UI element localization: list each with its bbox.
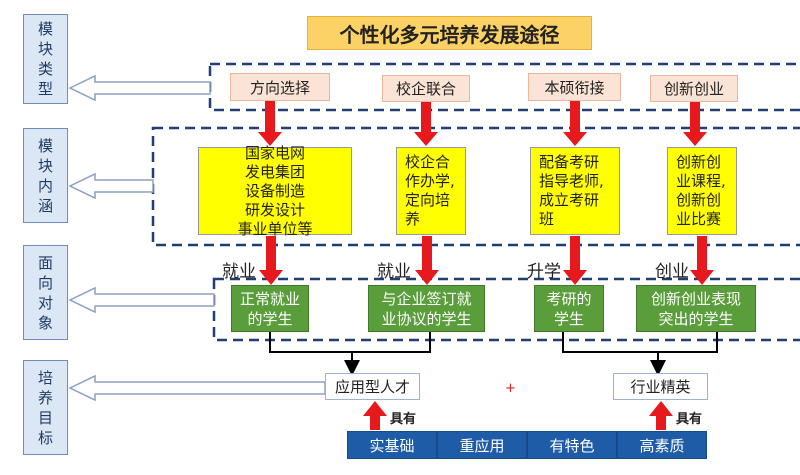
goal-industry-elite: 行业精英 [613,373,708,400]
red-arrow-3a [563,101,587,146]
hollow-arrow-4 [68,374,326,402]
bracket-left [269,332,431,353]
path-label-employment-1: 就业 [222,262,256,282]
red-arrow-up-1 [363,401,387,430]
target-regular-employment: 正常就业 的学生 [231,285,309,332]
red-arrow-up-2 [649,401,673,430]
side-label-training-goal: 培养目标 [23,360,68,455]
quality-applied-focus: 重应用 [437,431,527,459]
target-innovation-students: 创新创业表现 突出的学生 [636,285,756,332]
module-type-innovation: 创新创业 [650,75,738,102]
have-label-right: 具有 [676,412,703,427]
bracket-right [562,332,718,353]
red-arrow-4b [690,236,714,285]
target-signed-agreement: 与企业签订就 业协议的学生 [368,285,485,332]
side-label-module-type: 模块类型 [23,14,68,104]
red-arrow-2b [415,236,439,285]
red-arrow-2a [414,101,438,146]
content-innovation: 创新创 业课程, 创新创 业比赛 [667,147,737,235]
quality-distinctive: 有特色 [527,431,617,459]
hollow-arrow-3 [68,286,215,314]
quality-high-caliber: 高素质 [617,431,707,459]
hollow-arrow-1 [68,74,211,102]
red-arrow-1a [258,101,282,146]
red-arrow-4a [683,101,707,146]
goal-applied-talent: 应用型人才 [325,373,420,400]
hollow-arrow-2 [68,172,154,200]
side-label-module-content: 模块内涵 [23,128,68,223]
red-arrow-1b [259,236,283,285]
module-type-school-enterprise: 校企联合 [382,75,470,102]
content-postgrad-prep: 配备考研 指导老师, 成立考研 班 [530,147,620,235]
path-label-employment-2: 就业 [377,262,411,282]
module-type-direction: 方向选择 [230,73,330,101]
quality-solid-foundation: 实基础 [347,431,437,459]
red-arrow-3b [563,236,587,285]
content-employment-units: 国家电网 发电集团 设备制造 研发设计 事业单位等 [198,144,352,238]
diagram-title: 个性化多元培养发展途径 [307,16,592,50]
frame-target-group [212,277,800,342]
content-school-enterprise: 校企合 作办学, 定向培 养 [396,147,466,235]
side-label-target-group: 面向对象 [23,245,68,340]
path-label-further-study: 升学 [527,262,561,282]
have-label-left: 具有 [390,412,417,427]
plus-sign: + [505,381,516,396]
target-postgrad-exam: 考研的 学生 [534,285,604,332]
path-label-entrepreneurship: 创业 [655,262,689,282]
module-type-bachelor-master: 本硕衔接 [528,73,621,101]
